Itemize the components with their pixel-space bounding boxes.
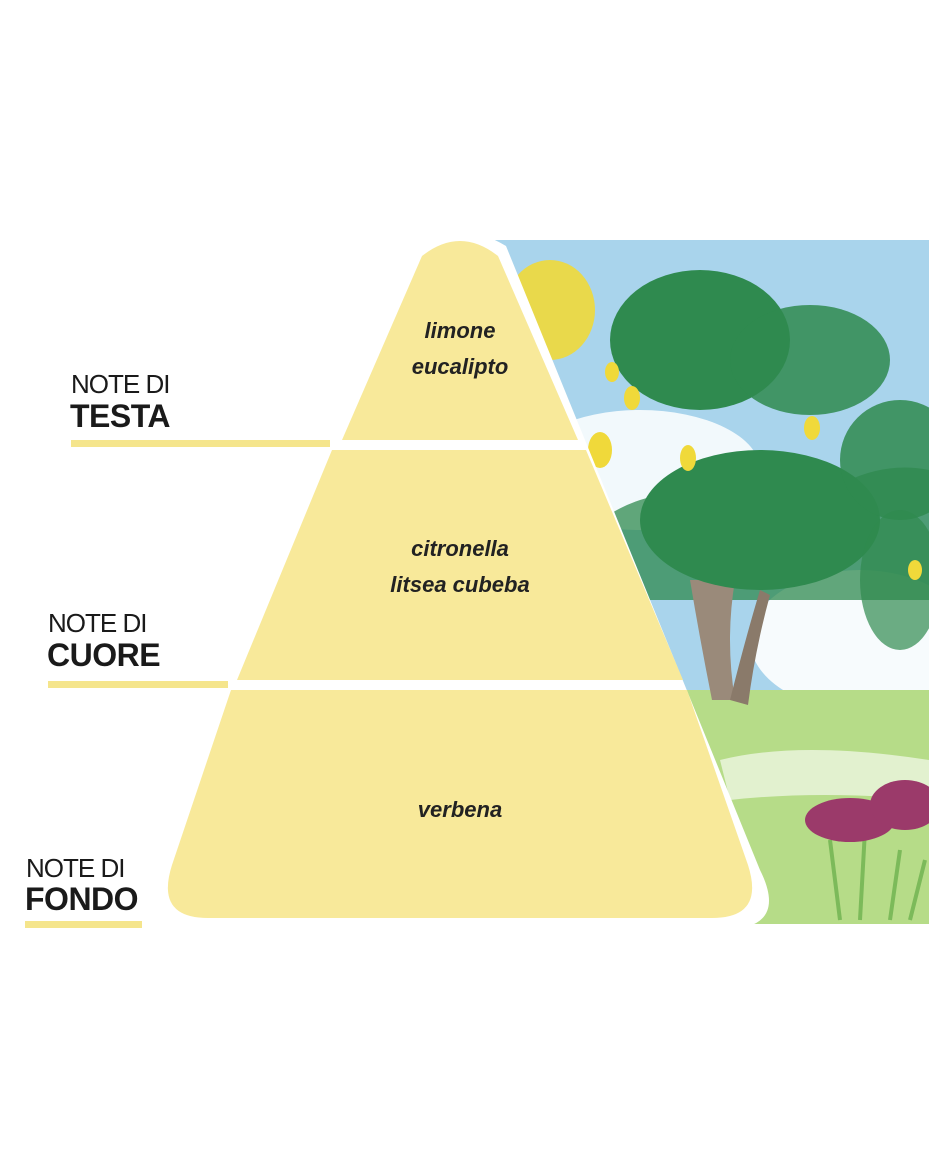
tree-trunk xyxy=(730,590,770,705)
pyramid: limone eucalipto citronella litsea cubeb… xyxy=(160,232,769,930)
accent-line xyxy=(25,921,142,928)
ingredient-text: litsea cubeba xyxy=(390,572,529,597)
note-label-prefix: NOTE DI xyxy=(48,608,146,638)
lemon-icon xyxy=(605,362,619,382)
accent-line xyxy=(71,440,330,447)
lemon-icon xyxy=(804,416,820,440)
note-label-prefix: NOTE DI xyxy=(26,853,124,883)
note-labels: NOTE DI TESTA NOTE DI CUORE NOTE DI FOND… xyxy=(25,369,330,928)
tree-canopy xyxy=(840,400,929,520)
tier-cuore xyxy=(237,450,683,680)
ingredient-text: verbena xyxy=(418,797,502,822)
ingredient-text: citronella xyxy=(411,536,509,561)
watercolor-illustration xyxy=(490,240,929,924)
lemon-icon xyxy=(908,560,922,580)
flower-cluster xyxy=(870,780,929,830)
tier-testa xyxy=(342,241,578,440)
note-label-prefix: NOTE DI xyxy=(71,369,169,399)
tree-trunk xyxy=(690,580,735,700)
tree-canopy xyxy=(730,305,890,415)
tree-canopy xyxy=(640,450,880,590)
tree-canopy xyxy=(860,510,929,650)
note-label-name: CUORE xyxy=(47,637,160,673)
meadow-patch xyxy=(720,750,929,800)
tier-fondo xyxy=(167,690,753,918)
lemon-icon xyxy=(624,386,640,410)
note-label-name: TESTA xyxy=(70,398,170,434)
note-label-name: FONDO xyxy=(25,881,138,917)
flower-stems xyxy=(828,829,927,921)
accent-line xyxy=(48,681,228,688)
lemon-icon xyxy=(588,432,612,468)
ingredient-text: limone xyxy=(425,318,496,343)
lemon-icon xyxy=(680,445,696,471)
ingredient-text: eucalipto xyxy=(412,354,509,379)
